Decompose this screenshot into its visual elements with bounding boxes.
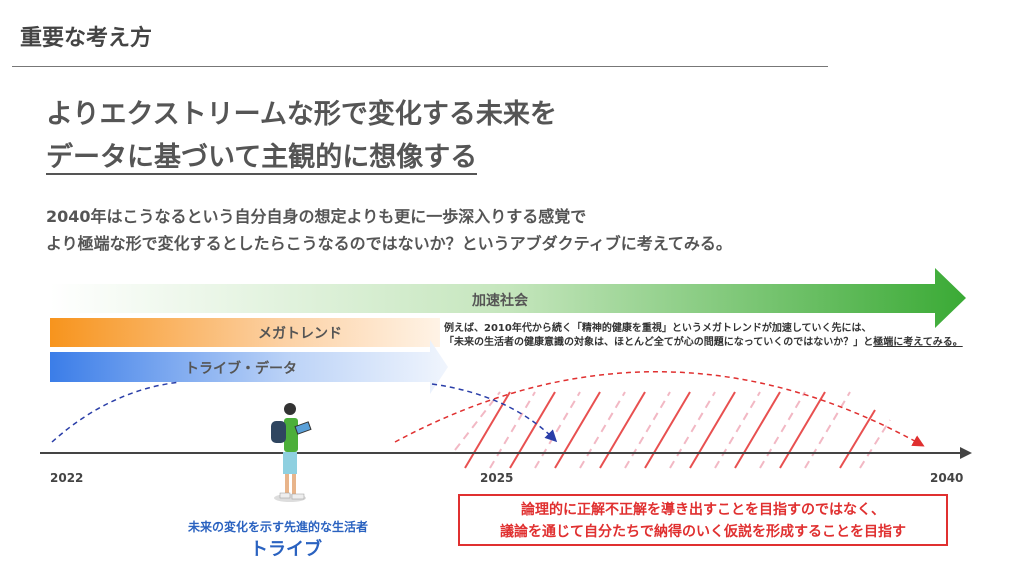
goal-line1: 論理的に正解不正解を導き出すことを目指すのではなく、 <box>521 502 885 518</box>
megatrend-label: メガトレンド <box>258 326 342 342</box>
megatrend-bar <box>50 318 440 347</box>
divider <box>12 66 828 67</box>
red-dashed-arc <box>394 371 925 447</box>
example-note-line2: 「未来の生活者の健康意識の対象は、ほとんど全てが心の問題になっていくのではないか… <box>444 333 963 348</box>
page-title: 重要な考え方 <box>20 26 153 51</box>
tribe-data-label: トライブ・データ <box>185 361 297 377</box>
goal-line2: 議論を通じて自分たちで納得のいく仮説を形成することを目指す <box>500 524 906 540</box>
blue-dashed-curve-right <box>431 383 558 443</box>
example-note-line1: 例えば、2010年代から続く「精神的健康を重視」というメガトレンドが加速していく… <box>444 323 872 334</box>
headline-line1: よりエクストリームな形で変化する未来を <box>46 99 557 130</box>
description-line2: より極端な形で変化するとしたらこうなるのではないか？というアブダクティブに考えて… <box>46 234 732 253</box>
blue-dashed-curve-left <box>51 381 181 443</box>
example-note-main: 「未来の生活者の健康意識の対象は、ほとんど全てが心の問題になっていくのではないか… <box>444 337 874 348</box>
headline-line2: データに基づいて主観的に想像する <box>46 135 478 175</box>
timeline-arrowhead <box>960 447 972 459</box>
hatch-lines <box>454 391 891 469</box>
year-2025: 2025 <box>480 471 514 485</box>
goal-box: 論理的に正解不正解を導き出すことを目指すのではなく、 議論を通じて自分たちで納得… <box>458 494 948 546</box>
accelerating-society-label: 加速社会 <box>472 293 528 309</box>
headline-underlined: データに基づいて主観的に想像する <box>46 142 478 175</box>
tribe-label: トライブ <box>250 539 322 560</box>
year-2022: 2022 <box>50 471 84 485</box>
year-2040: 2040 <box>930 471 964 485</box>
person-illustration <box>271 403 312 502</box>
tribe-caption: 未来の変化を示す先進的な生活者 <box>188 520 369 534</box>
accelerating-society-arrow <box>50 268 966 328</box>
description-line1: 2040年はこうなるという自分自身の想定よりも更に一歩深入りする感覚で <box>46 207 587 226</box>
tribe-data-arrow <box>50 340 448 394</box>
example-note-emphasis: 極端に考えてみる。 <box>873 337 963 348</box>
